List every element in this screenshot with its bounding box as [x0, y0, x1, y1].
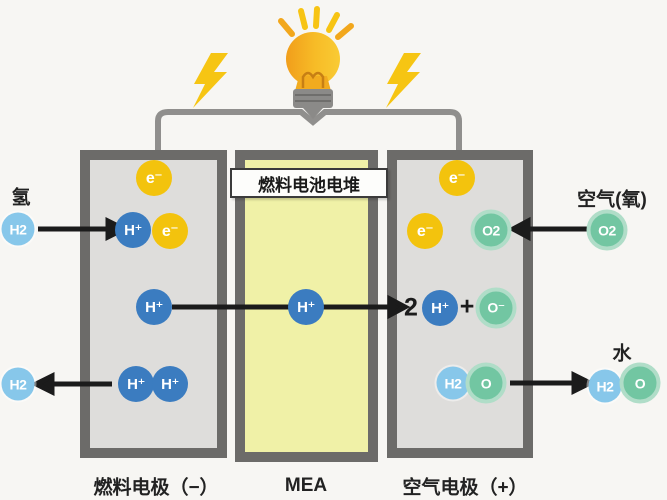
- stack-label: 燃料电池电堆: [230, 168, 388, 198]
- lightning-right-icon: [386, 53, 421, 108]
- oxygen-molecule: O2: [470, 209, 512, 251]
- electron-particle: e⁻: [439, 160, 475, 196]
- light-bulb-icon: [286, 32, 340, 119]
- hydrogen-out-arrow: [30, 371, 112, 397]
- circuit-wire: [155, 109, 462, 153]
- hydrogen-molecule: H2: [1, 212, 35, 246]
- proton-particle: H⁺: [115, 212, 151, 248]
- hydrogen-molecule: H2: [588, 369, 622, 403]
- air-electrode-label: 空气电极（+）: [402, 477, 528, 499]
- air-in-label: 空气(氧): [577, 189, 647, 211]
- mea-label: MEA: [284, 475, 328, 496]
- proton-particle: H⁺: [288, 289, 324, 325]
- oxygen-atom-particle: O: [619, 362, 661, 404]
- hydrogen-in-label: 氢: [11, 187, 31, 209]
- oxide-particle: O⁻: [475, 287, 517, 329]
- proton-flow-arrow: [172, 294, 411, 320]
- fuel-electrode-label: 燃料电极（−）: [93, 477, 219, 499]
- reaction-plus-sign: +: [459, 292, 475, 321]
- proton-particle: H⁺: [136, 289, 172, 325]
- proton-particle: H⁺: [422, 290, 458, 326]
- proton-particle: H⁺: [152, 366, 188, 402]
- electron-particle: e⁻: [152, 213, 188, 249]
- hydrogen-molecule: H2: [436, 366, 470, 400]
- hydrogen-molecule: H2: [1, 367, 35, 401]
- hydrogen-in-arrow: [38, 216, 130, 242]
- oxygen-in-arrow: [507, 216, 592, 242]
- oxygen-molecule: O2: [586, 209, 628, 251]
- lightning-left-icon: [193, 53, 228, 108]
- water-out-label: 水: [612, 343, 632, 365]
- water-out-arrow: [510, 370, 596, 396]
- light-rays-icon: [278, 6, 354, 40]
- electron-particle: e⁻: [407, 213, 443, 249]
- proton-particle: H⁺: [118, 366, 154, 402]
- oxygen-atom-particle: O: [465, 362, 507, 404]
- electron-particle: e⁻: [136, 160, 172, 196]
- reaction-coefficient: 2: [404, 293, 418, 322]
